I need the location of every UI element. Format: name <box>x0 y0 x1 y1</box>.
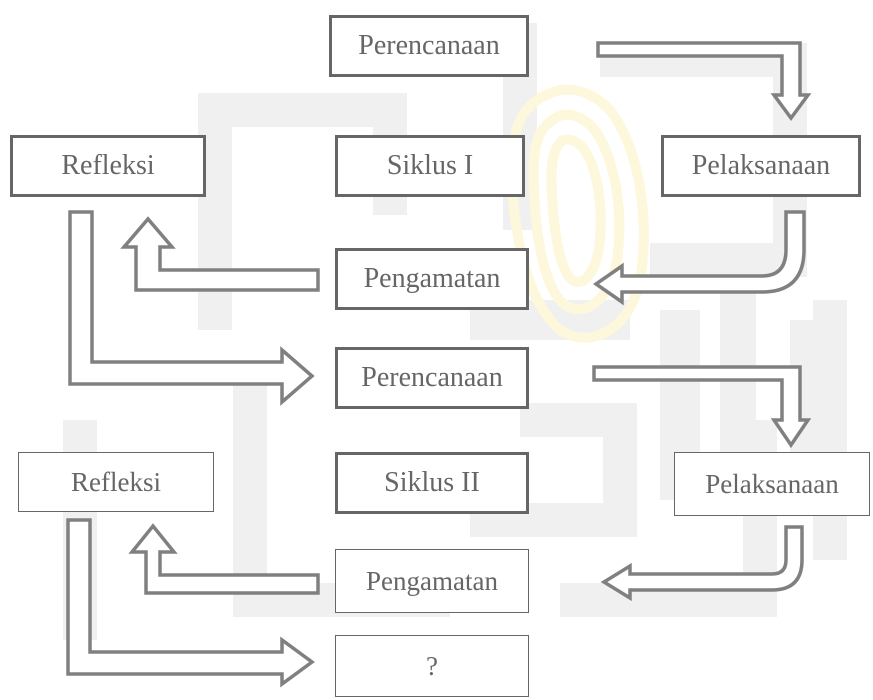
next-step-box: ? <box>335 635 529 697</box>
observation-box-1: Pengamatan <box>335 248 529 310</box>
arrow-planning-to-action-1 <box>596 41 812 121</box>
arrow-reflection-to-planning-1 <box>68 210 315 406</box>
action-label-2: Pelaksanaan <box>705 468 839 499</box>
action-box-1: Pelaksanaan <box>661 135 861 197</box>
action-box-2: Pelaksanaan <box>674 452 870 516</box>
reflection-box-1: Refleksi <box>10 135 206 197</box>
arrow-observation-to-reflection-2 <box>128 523 320 595</box>
planning-box-1: Perencanaan <box>329 15 529 77</box>
arrow-observation-to-reflection-1 <box>120 216 320 292</box>
action-label-1: Pelaksanaan <box>691 150 831 181</box>
observation-box-2: Pengamatan <box>335 549 529 613</box>
planning-label-1: Perencanaan <box>358 30 500 61</box>
arrow-action-to-observation-1 <box>592 210 806 306</box>
planning-label-2: Perencanaan <box>361 362 503 393</box>
arrow-reflection-to-next-step <box>66 518 315 688</box>
reflection-box-2: Refleksi <box>18 452 214 512</box>
observation-label-1: Pengamatan <box>363 263 501 294</box>
reflection-label-2: Refleksi <box>71 466 161 497</box>
cycle-label-box-1: Siklus I <box>335 135 525 197</box>
cycle-label-2: Siklus II <box>384 467 480 498</box>
next-step-label: ? <box>426 650 438 681</box>
arrow-planning-to-action-2 <box>592 365 812 449</box>
cycle-label-1: Siklus I <box>386 150 474 181</box>
cycle-label-box-2: Siklus II <box>335 452 529 514</box>
planning-box-2: Perencanaan <box>335 347 529 409</box>
arrow-action-to-observation-2 <box>600 525 804 602</box>
observation-label-2: Pengamatan <box>366 565 498 596</box>
reflection-label-1: Refleksi <box>61 150 155 181</box>
